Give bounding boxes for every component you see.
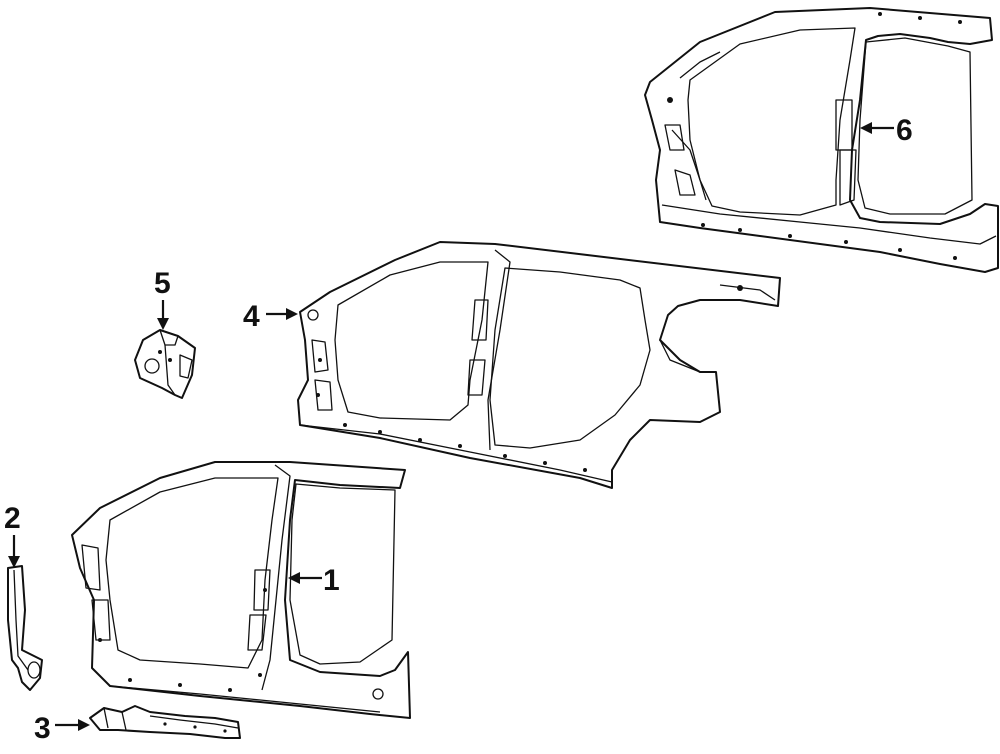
- callout-2: 2: [4, 502, 21, 568]
- callout-4: 4: [243, 300, 298, 333]
- part-1-body-side-panel: [71, 461, 411, 719]
- part-4-body-side-panel: [297, 241, 781, 489]
- part-5-bracket: [134, 329, 196, 399]
- callout-3-number: 3: [34, 712, 51, 745]
- part-6-body-side-panel: [644, 7, 999, 273]
- part-3-sill-bracket: [89, 705, 241, 739]
- callout-1: 1: [288, 564, 340, 597]
- callout-5-number: 5: [154, 267, 171, 300]
- callout-2-number: 2: [4, 502, 21, 535]
- part-2-pillar-reinforcement: [7, 565, 43, 691]
- callout-6-number: 6: [896, 114, 913, 147]
- callout-4-number: 4: [243, 300, 260, 333]
- callout-3: 3: [34, 712, 90, 745]
- callout-5: 5: [154, 267, 171, 330]
- callout-6: 6: [860, 114, 913, 147]
- callout-1-number: 1: [323, 564, 340, 597]
